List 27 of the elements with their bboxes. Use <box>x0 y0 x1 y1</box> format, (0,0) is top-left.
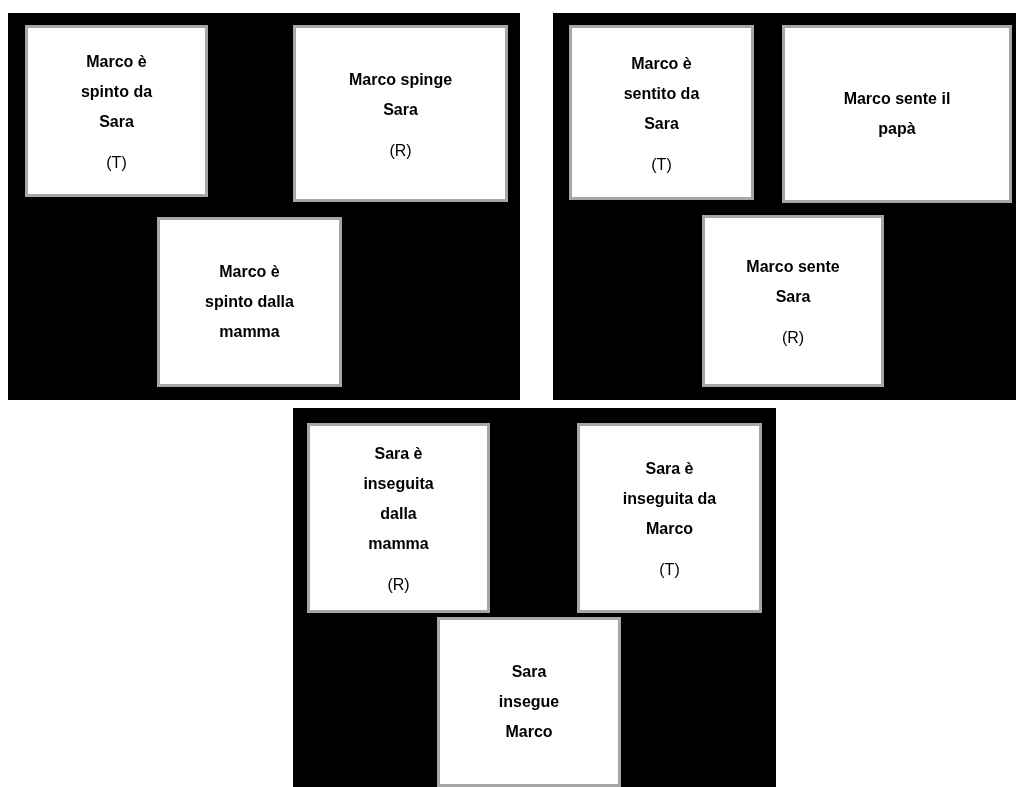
answer-tag: (T) <box>651 152 672 177</box>
text-card <box>437 617 621 787</box>
panel-background <box>8 13 520 400</box>
sentence-text: Sara è inseguita da Marco <box>621 459 718 539</box>
sentence-text: Sara è inseguita dalla mamma <box>362 444 435 554</box>
answer-tag: (T) <box>106 151 127 175</box>
text-card <box>293 25 508 202</box>
sentence-text: Sara insegue Marco <box>497 662 561 742</box>
text-card <box>569 25 754 200</box>
text-card <box>157 217 342 387</box>
text-card <box>25 25 208 197</box>
sentence-text: Marco è sentito da Sara <box>622 53 701 134</box>
sentence-text: Marco spinge Sara <box>347 69 454 120</box>
answer-tag: (R) <box>389 138 412 163</box>
sentence-text: Marco è spinto da Sara <box>79 52 154 132</box>
text-card <box>577 423 762 613</box>
text-card <box>782 25 1012 203</box>
sentence-text: Marco sente il papà <box>842 89 952 139</box>
text-card <box>307 423 490 613</box>
panel-background <box>553 13 1016 400</box>
answer-tag: (R) <box>387 573 410 597</box>
answer-tag: (R) <box>781 326 805 350</box>
answer-tag: (T) <box>659 558 680 582</box>
text-card <box>702 215 884 387</box>
sentence-text: Marco sente Sara <box>745 257 841 307</box>
sentence-text: Marco è spinto dalla mamma <box>204 262 295 342</box>
panel-background <box>293 408 776 787</box>
